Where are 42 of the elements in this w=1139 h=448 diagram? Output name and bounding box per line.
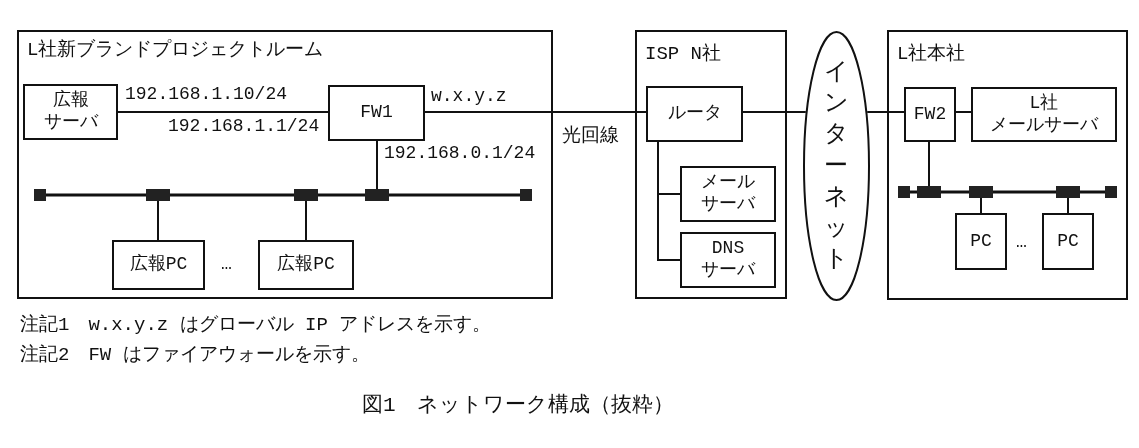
connection-line xyxy=(928,141,930,187)
connection-line xyxy=(117,111,329,113)
router-box: ルータ xyxy=(646,86,743,142)
group-heading: L社本社 xyxy=(897,42,966,66)
group-heading: L社新ブランドプロジェクトルーム xyxy=(27,38,324,62)
group-heading: ISP N社 xyxy=(645,42,721,66)
office-frame xyxy=(887,30,1128,300)
connection-line xyxy=(657,141,681,261)
connection-line xyxy=(866,111,905,113)
pc-box: PC xyxy=(955,213,1007,270)
ellipsis-text: … xyxy=(221,254,232,274)
server-box: 広報サーバ xyxy=(23,84,118,140)
internet-ellipse xyxy=(803,31,870,301)
note-text: 注記1 w.x.y.z はグローバル IP アドレスを示す。 xyxy=(20,313,492,337)
connection-line xyxy=(955,111,972,113)
server-box: L社メールサーバ xyxy=(971,87,1117,142)
isp-frame xyxy=(635,30,787,299)
note-text: 注記2 FW はファイアウォールを示す。 xyxy=(20,343,370,367)
ip-address-label: 192.168.0.1/24 xyxy=(384,143,536,163)
lan-bus-drawing xyxy=(34,189,532,201)
pc-box: 広報PC xyxy=(112,240,205,290)
connection-line xyxy=(742,111,807,113)
pc-box: 広報PC xyxy=(258,240,354,290)
pc-box: PC xyxy=(1042,213,1094,270)
server-box: メールサーバ xyxy=(680,166,776,222)
connection-line xyxy=(1067,197,1069,214)
ip-address-label: 192.168.1.10/24 xyxy=(125,84,288,104)
firewall-box: FW2 xyxy=(904,87,956,142)
server-box: DNSサーバ xyxy=(680,232,776,288)
room-frame xyxy=(17,30,553,299)
connection-line xyxy=(157,200,159,241)
firewall-box: FW1 xyxy=(328,85,425,141)
connection-line xyxy=(424,111,647,113)
network-label: インターネット xyxy=(823,57,850,275)
connection-line xyxy=(305,200,307,241)
connection-line xyxy=(980,197,982,214)
lan-bus-drawing xyxy=(898,186,1117,198)
connection-line xyxy=(376,140,378,190)
ip-address-label: 192.168.1.1/24 xyxy=(168,116,320,136)
figure-caption: 図1 ネットワーク構成（抜粋） xyxy=(362,392,674,418)
ellipsis-text: … xyxy=(1016,232,1027,252)
ip-address-label: w.x.y.z xyxy=(431,86,507,106)
